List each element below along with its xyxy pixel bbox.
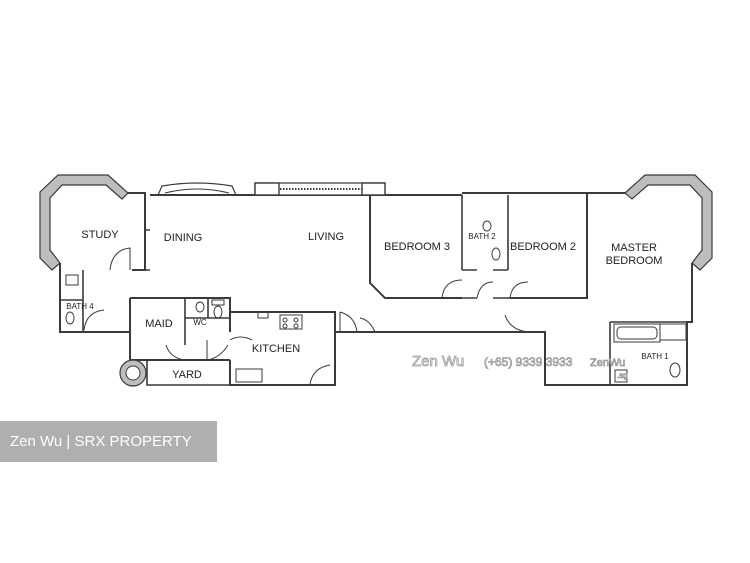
room-label-yard: YARD	[172, 369, 202, 381]
room-label-bath-4: BATH 4	[66, 302, 94, 311]
study-bay-window	[39, 174, 129, 271]
watermark-short: ZenWu	[590, 357, 625, 369]
room-label-master-line-1: MASTER	[611, 242, 657, 254]
room-label-bedroom-3: BEDROOM 3	[384, 241, 450, 253]
room-label-bath-2: BATH 2	[468, 232, 496, 241]
room-label-bedroom-2: BEDROOM 2	[510, 241, 576, 253]
watermark-name: Zen Wu	[412, 353, 464, 370]
room-label-living: LIVING	[308, 231, 344, 243]
room-label-wc: WC	[193, 318, 207, 327]
watermark-phone: (+65) 9339 3933	[484, 355, 573, 369]
fixtures	[65, 220, 687, 383]
room-label-maid: MAID	[145, 318, 173, 330]
room-label-kitchen: KITCHEN	[252, 343, 300, 355]
room-label-master-line-2: BEDROOM	[606, 255, 663, 267]
room-label-dining: DINING	[164, 232, 203, 244]
interior-walls	[60, 195, 687, 386]
door-swings	[83, 247, 529, 386]
dining-bay-window	[157, 182, 237, 196]
room-label-bath-1: BATH 1	[641, 352, 669, 361]
watermark-short-suffix: .sg	[617, 371, 628, 380]
credit-banner: Zen Wu | SRX PROPERTY	[0, 421, 217, 462]
room-label-study: STUDY	[81, 229, 119, 241]
